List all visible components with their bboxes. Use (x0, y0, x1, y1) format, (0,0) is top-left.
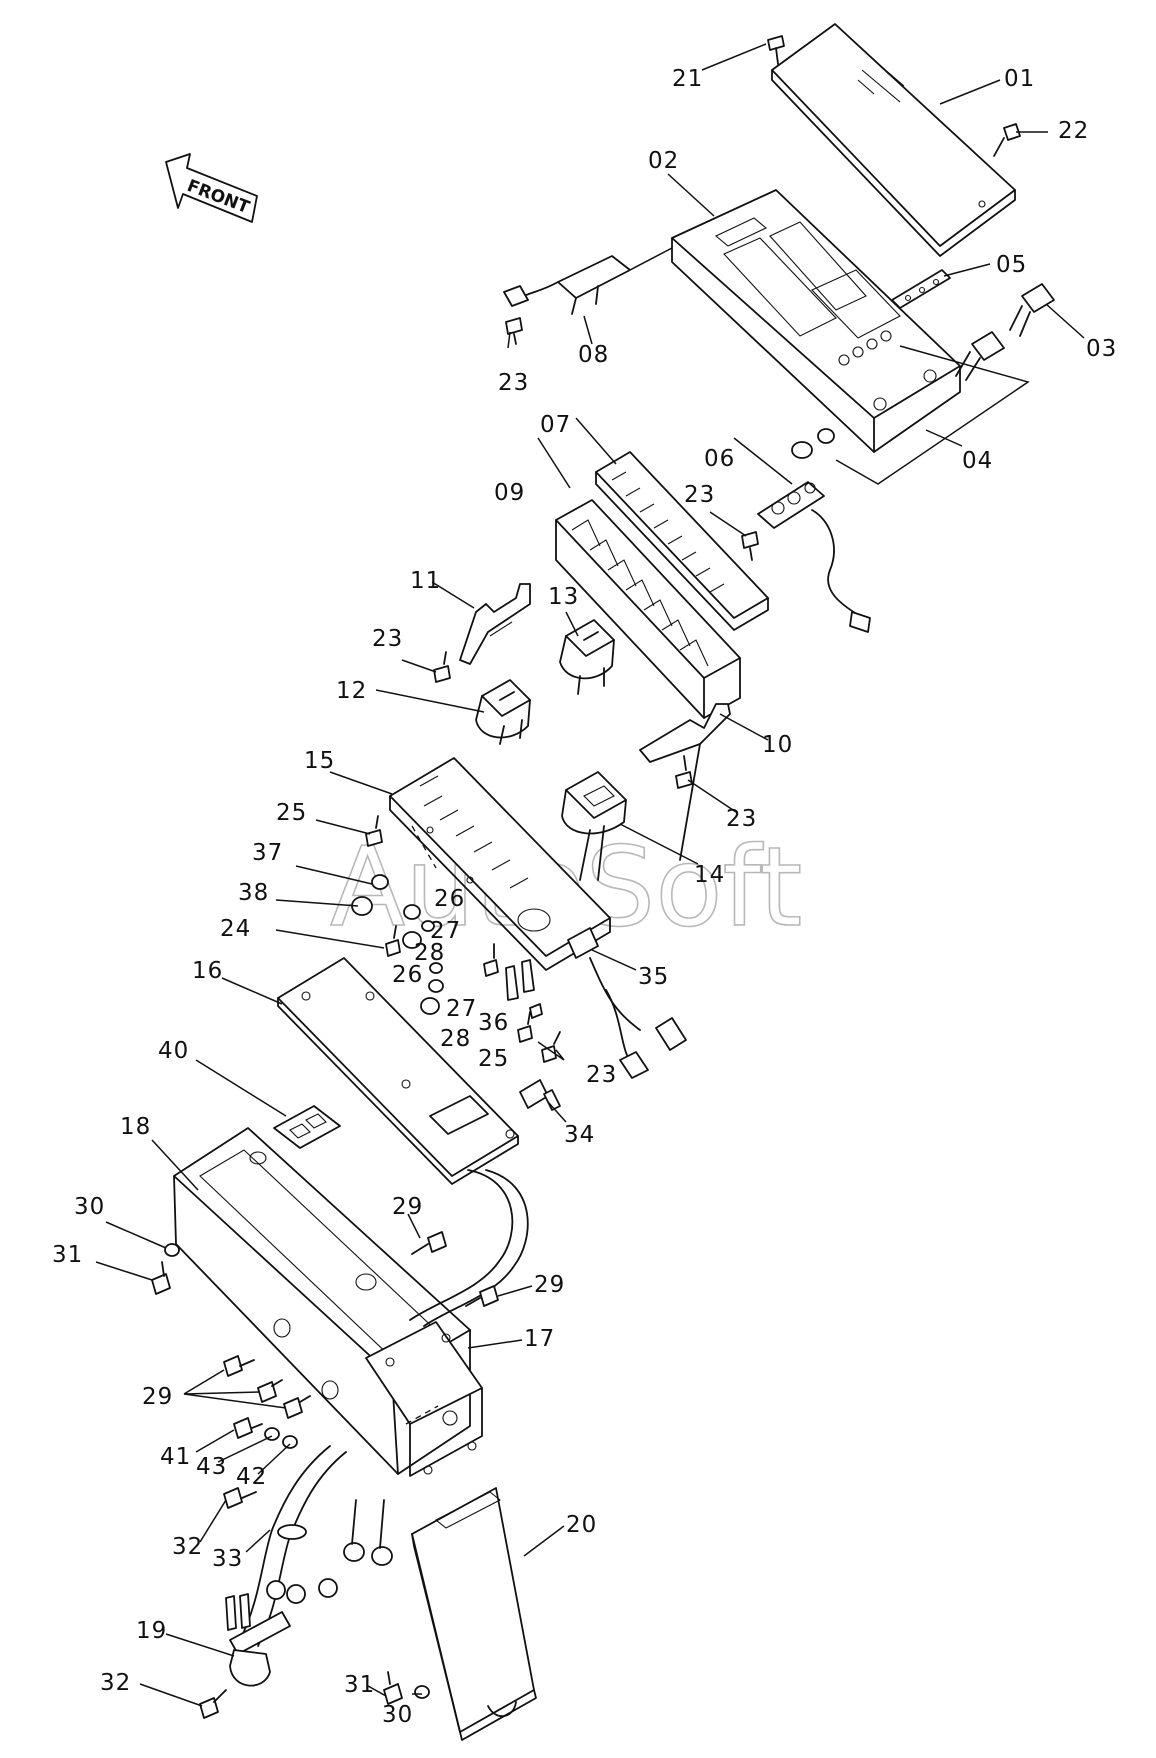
callout-41: 41 (160, 1444, 191, 1470)
callout-30-upper: 30 (74, 1194, 105, 1220)
callout-42: 42 (236, 1464, 267, 1490)
callout-16: 16 (192, 958, 223, 984)
callout-27-upper: 27 (430, 918, 461, 944)
callout-33: 33 (212, 1546, 243, 1572)
callout-31-lower: 31 (344, 1672, 375, 1698)
part-15-switch-panel (389, 757, 611, 971)
callout-26-lower: 26 (392, 962, 423, 988)
callout-23-bracket: 23 (372, 626, 403, 652)
callout-10: 10 (762, 732, 793, 758)
part-17-bracket (365, 1321, 483, 1477)
callout-12: 12 (336, 678, 367, 704)
callout-17: 17 (524, 1326, 555, 1352)
callout-02: 02 (648, 148, 679, 174)
callout-37: 37 (252, 840, 283, 866)
callout-22: 22 (1058, 118, 1089, 144)
callout-26-upper: 26 (434, 886, 465, 912)
callout-40: 40 (158, 1038, 189, 1064)
callout-29-right: 29 (534, 1272, 565, 1298)
part-01-cover (771, 23, 1016, 257)
callout-24: 24 (220, 916, 251, 942)
part-13-rotary-switch (559, 619, 615, 695)
callout-18: 18 (120, 1114, 151, 1140)
callout-14: 14 (694, 862, 725, 888)
callout-25-lower: 25 (478, 1046, 509, 1072)
lower-harness (239, 1445, 393, 1647)
callout-23-lower: 23 (586, 1062, 617, 1088)
leader-lines (95, 43, 1085, 1707)
part-09-switch-block (555, 499, 741, 719)
part-11-bracket (459, 583, 531, 665)
callout-04: 04 (962, 448, 993, 474)
part-02-console-upper (671, 189, 1030, 485)
callout-38: 38 (238, 880, 269, 906)
part-14-switch-unit (561, 771, 627, 881)
callout-07: 07 (540, 412, 571, 438)
fasteners (151, 35, 1021, 1719)
front-arrow: FRONT (165, 153, 258, 223)
callout-35: 35 (638, 964, 669, 990)
callout-20: 20 (566, 1512, 597, 1538)
callout-08: 08 (578, 342, 609, 368)
part-19-sensor (225, 1593, 291, 1687)
part-20-cover (411, 1487, 537, 1741)
callout-30-lower: 30 (382, 1702, 413, 1728)
callout-21: 21 (672, 66, 703, 92)
callout-34: 34 (564, 1122, 595, 1148)
callout-23-lamp: 23 (684, 482, 715, 508)
callout-03: 03 (1086, 336, 1117, 362)
callout-13: 13 (548, 584, 579, 610)
callout-28-upper: 28 (414, 940, 445, 966)
callout-36: 36 (478, 1010, 509, 1036)
part-12-rotary-switch (475, 679, 531, 745)
part-35-connector (505, 927, 687, 1079)
part-03-bulb-sockets (955, 283, 1055, 381)
callout-11: 11 (410, 568, 441, 594)
part-10-bracket (639, 703, 731, 861)
callout-31-upper: 31 (52, 1242, 83, 1268)
callout-05: 05 (996, 252, 1027, 278)
callout-labels: 01 02 03 04 05 06 07 08 09 10 11 12 13 1… (52, 66, 1117, 1728)
callout-23-upper: 23 (498, 370, 529, 396)
callout-06: 06 (704, 446, 735, 472)
callout-29-top: 29 (392, 1194, 423, 1220)
callout-23-right: 23 (726, 806, 757, 832)
callout-01: 01 (1004, 66, 1035, 92)
part-16-base-plate (277, 957, 519, 1185)
callout-25-upper: 25 (276, 800, 307, 826)
part-08-switch (503, 247, 673, 315)
callout-43: 43 (196, 1454, 227, 1480)
callout-28-lower: 28 (440, 1026, 471, 1052)
callout-27-lower: 27 (446, 996, 477, 1022)
part-06-lamp-plate (757, 428, 871, 633)
callout-15: 15 (304, 748, 335, 774)
part-40-switch-plate (273, 1105, 341, 1149)
callout-32-upper: 32 (172, 1534, 203, 1560)
part-07-switch-row (595, 451, 769, 631)
part-05-strip (891, 269, 951, 309)
callout-32-lower: 32 (100, 1670, 131, 1696)
callout-19: 19 (136, 1618, 167, 1644)
callout-29-left: 29 (142, 1384, 173, 1410)
callout-09: 09 (494, 480, 525, 506)
